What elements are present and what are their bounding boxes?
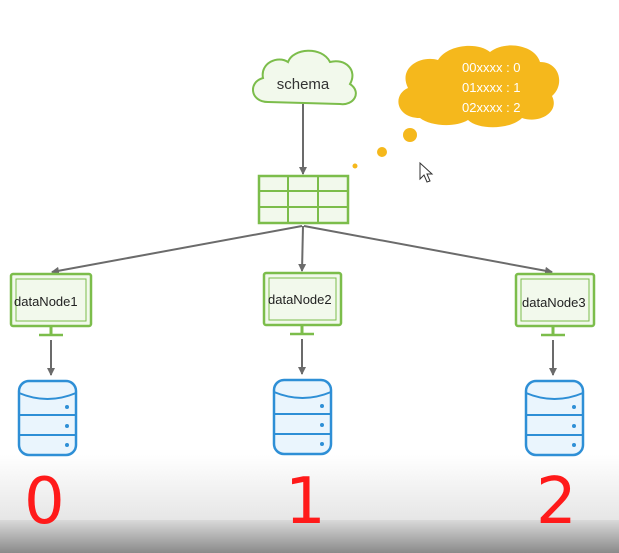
thought-dot-medium xyxy=(377,147,387,157)
mapping-thought-bubble: 00xxxx : 0 01xxxx : 1 02xxxx : 2 xyxy=(352,45,560,169)
arrow-table-to-node1 xyxy=(51,225,303,275)
shard-number-1: 1 xyxy=(285,465,326,539)
shard-number-0: 0 xyxy=(24,465,65,539)
arrow-table-to-node3 xyxy=(303,225,553,275)
thought-dot-large xyxy=(403,128,417,142)
mapping-line-1: 00xxxx : 0 xyxy=(462,60,521,75)
schema-cloud: schema xyxy=(252,49,357,106)
database-icon-2 xyxy=(524,379,585,457)
database-icon-1 xyxy=(272,378,333,456)
mouse-cursor-icon xyxy=(419,161,434,183)
datanode2-label: dataNode2 xyxy=(268,292,332,307)
schema-label: schema xyxy=(277,76,330,93)
video-player-bar xyxy=(0,520,619,553)
mapping-line-2: 01xxxx : 1 xyxy=(462,80,521,95)
arrow-table-to-node2 xyxy=(298,225,307,272)
thought-dot-small xyxy=(352,163,358,169)
datanode2-monitor: dataNode2 xyxy=(262,271,343,336)
datanode1-label: dataNode1 xyxy=(14,294,78,309)
mapping-line-3: 02xxxx : 2 xyxy=(462,100,521,115)
datanode1-monitor: dataNode1 xyxy=(9,272,93,337)
datanode3-monitor: dataNode3 xyxy=(514,272,596,337)
bottom-gradient xyxy=(0,455,619,525)
routing-table-icon xyxy=(257,174,350,225)
shard-number-2: 2 xyxy=(536,465,577,539)
database-icon-0 xyxy=(17,379,78,457)
datanode3-label: dataNode3 xyxy=(522,295,586,310)
